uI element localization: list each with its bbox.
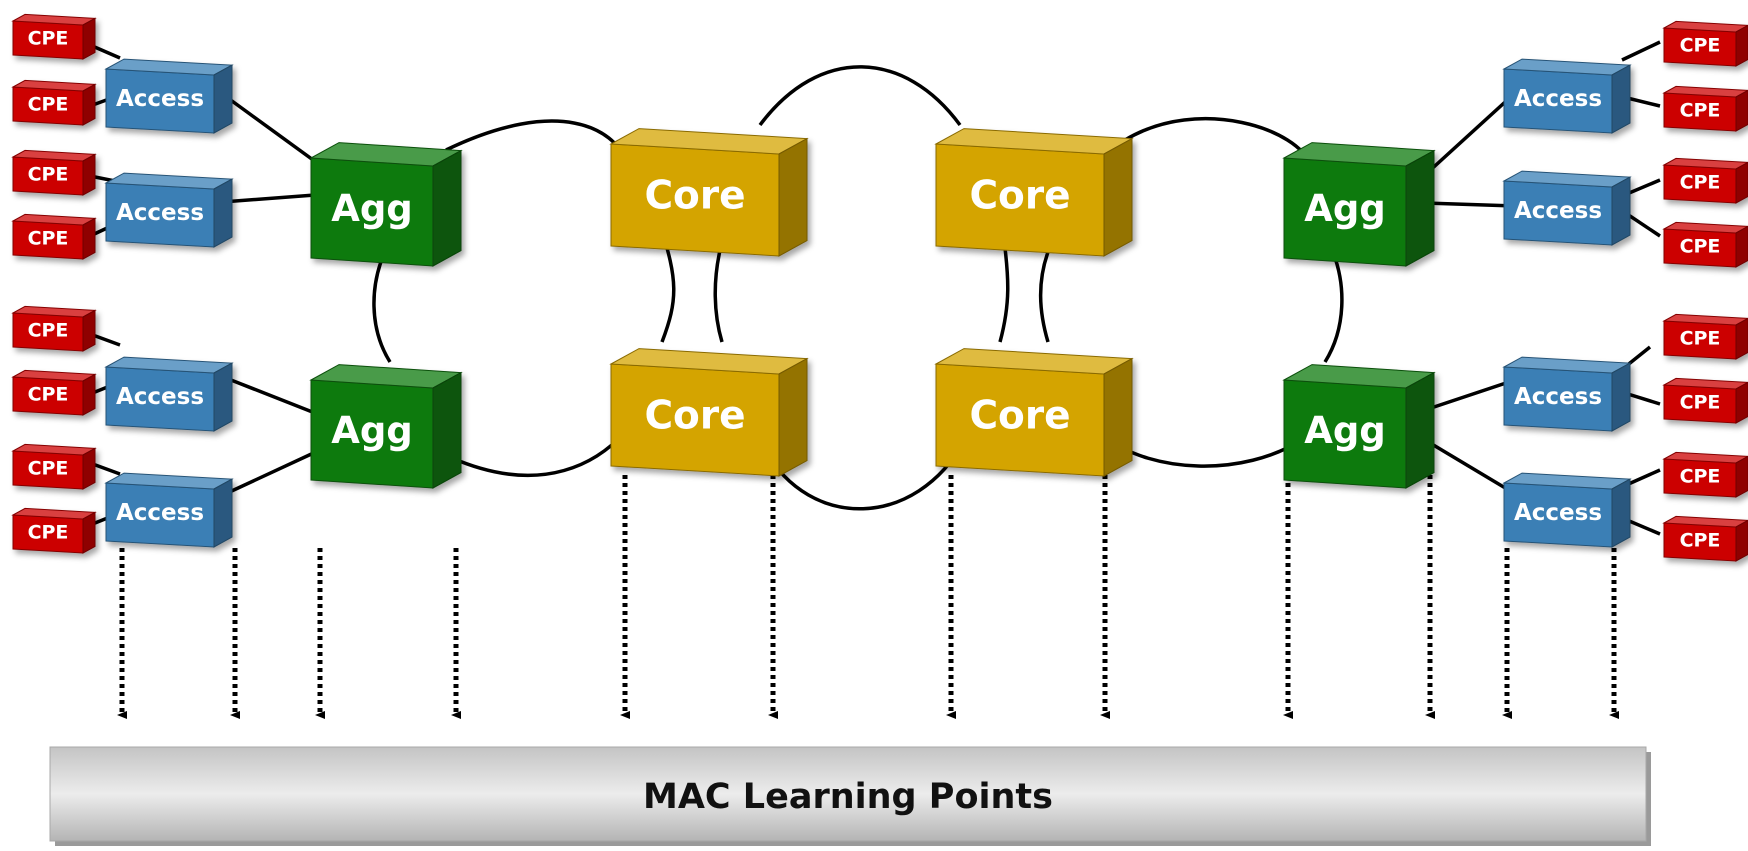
core-node: Core [609, 128, 809, 257]
link-access-cpe [1621, 40, 1661, 62]
ring-left-top [445, 119, 627, 161]
cpe-node-label: CPE [1680, 328, 1721, 350]
link-agg-access [1419, 435, 1518, 497]
core-node-label: Core [644, 394, 745, 439]
cpe-node-label: CPE [28, 28, 69, 50]
cpe-node: CPE [11, 213, 97, 260]
access-node-label: Access [1514, 500, 1602, 526]
access-node: Access [1502, 472, 1632, 548]
cpe-node: CPE [1662, 451, 1748, 498]
access-node-label: Access [116, 384, 204, 410]
cpe-node: CPE [11, 305, 97, 352]
agg-node-label: Agg [331, 409, 413, 452]
agg-node: Agg [1282, 142, 1436, 267]
ring-center-top [758, 65, 962, 127]
cpe-node: CPE [11, 13, 97, 60]
access-node-label: Access [116, 86, 204, 112]
agg-node-label: Agg [1304, 409, 1386, 452]
link-agg-access [1423, 91, 1517, 177]
cpe-node-label: CPE [28, 320, 69, 342]
cpe-node: CPE [1662, 157, 1748, 204]
cpe-node: CPE [1662, 20, 1748, 67]
access-node: Access [104, 58, 234, 134]
cpe-node: CPE [11, 149, 97, 196]
cpe-node-label: CPE [1680, 172, 1721, 194]
link-agg-access [230, 378, 321, 417]
link-agg-access [1424, 378, 1516, 412]
banner-title: MAC Learning Points [643, 777, 1053, 817]
access-node-label: Access [116, 500, 204, 526]
ring-left-bottom [451, 430, 627, 478]
agg-node: Agg [1282, 364, 1436, 489]
core-node-label: Core [969, 174, 1070, 219]
core-node-label: Core [969, 394, 1070, 439]
link-agg-access [219, 91, 322, 167]
cpe-node-label: CPE [1680, 100, 1721, 122]
ring-right-top [1124, 117, 1312, 166]
access-node: Access [1502, 170, 1632, 246]
access-node-label: Access [1514, 86, 1602, 112]
cpe-node: CPE [11, 79, 97, 126]
cpe-node-label: CPE [28, 228, 69, 250]
agg-node-label: Agg [331, 187, 413, 230]
access-node-label: Access [116, 200, 204, 226]
cpe-node-label: CPE [1680, 392, 1721, 414]
cpe-node: CPE [1662, 313, 1748, 360]
cpe-node: CPE [1662, 515, 1748, 562]
cpe-node: CPE [1662, 221, 1748, 268]
cpe-node: CPE [1662, 377, 1748, 424]
link-agg-access [1424, 201, 1516, 208]
access-node-label: Access [1514, 384, 1602, 410]
access-node: Access [104, 356, 234, 432]
ring-right-bottom [1108, 436, 1306, 468]
cpe-node-label: CPE [28, 522, 69, 544]
mac-learning-banner: MAC Learning Points [49, 746, 1651, 846]
ring-center-bottom [763, 439, 967, 511]
cpe-node: CPE [11, 369, 97, 416]
network-nodes: CPE CPE CPE CPE CPE CPE CPE CPE CPE CPE CPE CPE CPE C… [11, 13, 1748, 562]
cpe-node: CPE [11, 443, 97, 490]
learning-arrows [117, 475, 1619, 719]
access-node-label: Access [1514, 198, 1602, 224]
cpe-node-label: CPE [28, 164, 69, 186]
access-node: Access [104, 172, 234, 248]
cpe-node-label: CPE [28, 384, 69, 406]
link-agg-access [221, 193, 316, 204]
agg-node-label: Agg [1304, 187, 1386, 230]
agg-node: Agg [309, 142, 463, 267]
cpe-node-label: CPE [28, 94, 69, 116]
access-node: Access [1502, 356, 1632, 432]
core-node: Core [609, 348, 809, 477]
cpe-node: CPE [1662, 85, 1748, 132]
core-node: Core [934, 348, 1134, 477]
cpe-node-label: CPE [28, 458, 69, 480]
cpe-node-label: CPE [1680, 466, 1721, 488]
core-node-label: Core [644, 174, 745, 219]
cpe-node-label: CPE [1680, 236, 1721, 258]
link-agg-access [222, 448, 321, 497]
cpe-node-label: CPE [1680, 530, 1721, 552]
access-node: Access [1502, 58, 1632, 134]
agg-node: Agg [309, 364, 463, 489]
core-node: Core [934, 128, 1134, 257]
core-link-left-2 [713, 241, 724, 343]
ring-right-side [1323, 244, 1344, 363]
cpe-node-label: CPE [1680, 35, 1721, 57]
core-link-right-2 [1038, 241, 1054, 343]
access-node: Access [104, 472, 234, 548]
cpe-node: CPE [11, 507, 97, 554]
